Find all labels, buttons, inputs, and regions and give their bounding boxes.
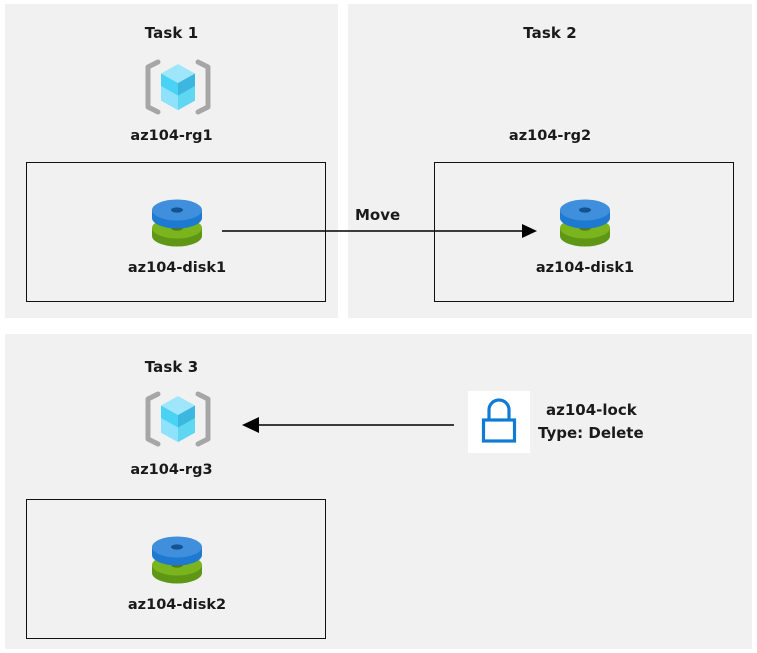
task-1-title: Task 1 <box>144 24 199 42</box>
managed-disk-icon <box>146 531 208 587</box>
task-3-title: Task 3 <box>144 358 199 376</box>
move-arrow <box>222 224 537 238</box>
task-2-title: Task 2 <box>523 24 577 42</box>
padlock-icon <box>478 398 520 446</box>
resource-label: az104-disk2 <box>127 597 227 613</box>
lock-name-label: az104-lock <box>546 401 637 419</box>
panel-task-1: Task 1 az104-rg1 <box>5 4 338 318</box>
managed-disk-icon <box>146 194 208 250</box>
panel-task-3: Task 3 az104-rg3 <box>5 334 752 649</box>
managed-disk-icon <box>554 194 616 250</box>
resource-group-cube-icon <box>145 390 211 448</box>
move-arrow-label: Move <box>355 206 401 224</box>
panel-task-2: Task 2 az104-rg2 <box>348 4 752 318</box>
resource-box-az104-disk2: az104-disk2 <box>26 499 326 639</box>
lock-icon-card <box>468 391 530 453</box>
resource-group-label: az104-rg1 <box>130 128 213 144</box>
lock-type-label: Type: Delete <box>538 424 644 442</box>
resource-group-label: az104-rg2 <box>508 128 592 144</box>
resource-label: az104-disk1 <box>535 260 635 276</box>
resource-group-cube-icon <box>145 58 211 116</box>
resource-group-label: az104-rg3 <box>130 462 213 478</box>
lock-arrow <box>242 417 454 433</box>
resource-box-az104-disk1-destination: az104-disk1 <box>434 162 734 302</box>
resource-label: az104-disk1 <box>127 260 227 276</box>
resource-box-az104-disk1-source: az104-disk1 <box>26 162 326 302</box>
